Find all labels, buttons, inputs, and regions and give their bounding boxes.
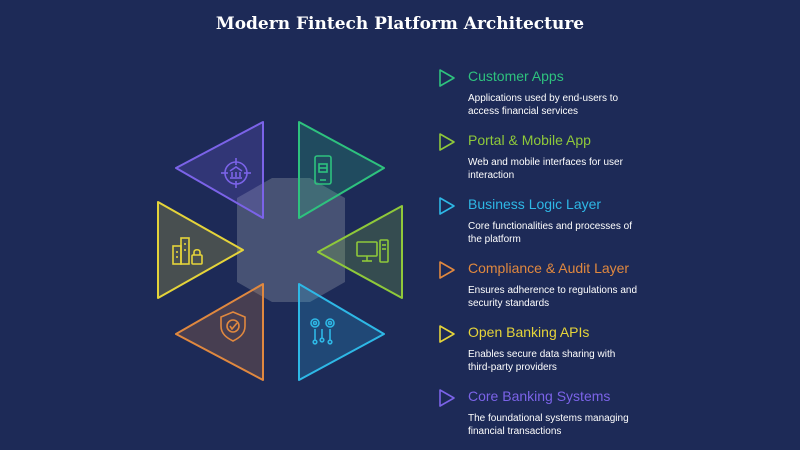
legend-heading: Compliance & Audit Layer (468, 260, 630, 276)
triangle-arrow-icon (439, 69, 455, 87)
page-title: Modern Fintech Platform Architecture (215, 14, 585, 34)
legend-heading: Open Banking APIs (468, 324, 590, 340)
triangle-arrow-icon (439, 389, 455, 407)
legend-description: Web and mobile interfaces for user inter… (468, 157, 623, 181)
legend-description: Enables secure data sharing with third-p… (468, 349, 616, 373)
desktop-computer-icon (356, 239, 389, 263)
compliance-segment (175, 283, 264, 381)
open-banking-segment (157, 201, 244, 299)
legend-heading: Business Logic Layer (468, 196, 602, 212)
architecture-diagram (157, 121, 403, 381)
legend-description: Core functionalities and processes of th… (468, 221, 632, 245)
legend-heading: Customer Apps (468, 68, 564, 84)
legend-description: The foundational systems managing financ… (468, 413, 629, 437)
portal-segment (317, 205, 403, 299)
triangle-arrow-icon (439, 261, 455, 279)
mobile-app-icon (314, 155, 332, 185)
shield-check-icon (220, 311, 246, 342)
legend-description: Applications used by end-users to access… (468, 93, 619, 117)
gears-network-icon (310, 318, 335, 345)
triangle-arrow-icon (439, 325, 455, 343)
buildings-lock-icon (172, 237, 203, 265)
triangle-arrow-icon (439, 197, 455, 215)
legend-description: Ensures adherence to regulations and sec… (468, 285, 638, 309)
core-banking-segment (175, 121, 264, 219)
legend-heading: Portal & Mobile App (468, 132, 591, 148)
legend-heading: Core Banking Systems (468, 388, 611, 404)
bank-target-icon (221, 158, 251, 188)
customer-apps-segment (298, 121, 385, 219)
business-logic-segment (298, 283, 385, 381)
triangle-arrow-icon (439, 133, 455, 151)
